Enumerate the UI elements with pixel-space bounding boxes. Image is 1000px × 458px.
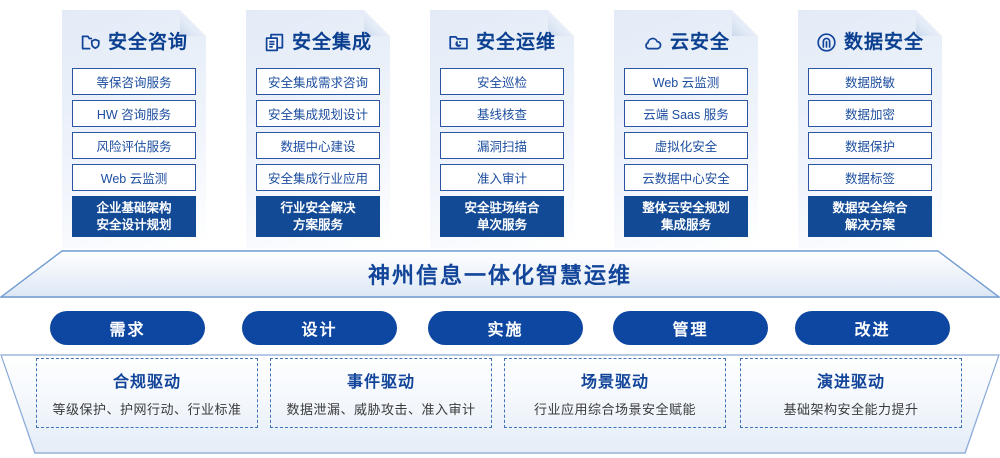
driver-subtitle: 基础架构安全能力提升	[783, 402, 919, 417]
card-highlight-solution[interactable]: 整体云安全规划集成服务	[624, 196, 748, 237]
service-item[interactable]: 安全集成需求咨询	[256, 68, 380, 95]
highlight-line: 安全设计规划	[96, 217, 172, 232]
card-header: 数据安全	[798, 26, 942, 58]
integration-banner-title: 神州信息一体化智慧运维	[367, 263, 632, 288]
service-item[interactable]: Web 云监测	[624, 68, 748, 95]
highlight-line: 集成服务	[660, 217, 711, 232]
stacked-documents-icon	[264, 32, 285, 53]
folder-shield-icon	[80, 32, 101, 53]
driver-box-3[interactable]: 场景驱动行业应用综合场景安全赋能	[504, 358, 726, 428]
driver-title: 事件驱动	[346, 374, 415, 391]
service-item[interactable]: 风险评估服务	[72, 132, 196, 159]
service-item[interactable]: 准入审计	[440, 164, 564, 191]
highlight-line: 方案服务	[292, 217, 343, 232]
service-item[interactable]: 数据标签	[808, 164, 932, 191]
capability-cards: 安全咨询等保咨询服务 HW 咨询服务风险评估服务 Web 云监测企业基础架构安全设计…	[0, 0, 1000, 252]
service-item[interactable]: 虚拟化安全	[624, 132, 748, 159]
card-header: 安全集成	[246, 26, 390, 58]
fingerprint-icon	[816, 32, 837, 53]
service-item[interactable]: 安全集成行业应用	[256, 164, 380, 191]
capability-card-5: 数据安全数据脱敏数据加密数据保护数据标签数据安全综合解决方案	[798, 10, 942, 248]
process-pill-2[interactable]: 设计	[242, 311, 397, 345]
card-highlight-solution[interactable]: 企业基础架构安全设计规划	[72, 196, 196, 237]
card-highlight-solution[interactable]: 数据安全综合解决方案	[808, 196, 932, 237]
capability-card-1: 安全咨询等保咨询服务 HW 咨询服务风险评估服务 Web 云监测企业基础架构安全设计…	[62, 10, 206, 248]
process-pill-row: 需求 设计实施管理改进	[0, 311, 1000, 347]
capability-card-2: 安全集成安全集成需求咨询安全集成规划设计数据中心建设安全集成行业应用行业安全解决…	[246, 10, 390, 248]
service-item[interactable]: 数据脱敏	[808, 68, 932, 95]
service-item[interactable]: HW 咨询服务	[72, 100, 196, 127]
card-highlight-solution[interactable]: 行业安全解决方案服务	[256, 196, 380, 237]
service-item[interactable]: 等保咨询服务	[72, 68, 196, 95]
service-item[interactable]: 云数据中心安全	[624, 164, 748, 191]
card-service-list: 数据脱敏数据加密数据保护数据标签数据安全综合解决方案	[808, 68, 932, 237]
driver-box-2[interactable]: 事件驱动数据泄漏、威胁攻击、准入审计	[270, 358, 492, 428]
process-pill-4[interactable]: 管理	[613, 311, 768, 345]
card-service-list: Web 云监测云端 Saas 服务虚拟化安全云数据中心安全整体云安全规划集成服务	[624, 68, 748, 237]
driver-title: 演进驱动	[816, 374, 885, 391]
service-item[interactable]: 安全集成规划设计	[256, 100, 380, 127]
card-title: 安全咨询	[107, 31, 188, 53]
card-title: 云安全	[669, 31, 730, 53]
service-item[interactable]: 云端 Saas 服务	[624, 100, 748, 127]
service-item[interactable]: 数据中心建设	[256, 132, 380, 159]
card-title: 安全集成	[291, 31, 372, 53]
service-item[interactable]: Web 云监测	[72, 164, 196, 191]
card-header: 云安全	[614, 26, 758, 58]
service-item[interactable]: 数据保护	[808, 132, 932, 159]
highlight-line: 解决方案	[844, 217, 895, 232]
driver-subtitle: 行业应用综合场景安全赋能	[533, 402, 696, 417]
card-header: 安全运维	[430, 26, 574, 58]
capability-card-3: 安全运维安全巡检基线核查漏洞扫描准入审计安全驻场结合单次服务	[430, 10, 574, 248]
process-pill-5[interactable]: 改进	[795, 311, 950, 345]
card-highlight-solution[interactable]: 安全驻场结合单次服务	[440, 196, 564, 237]
card-service-list: 安全集成需求咨询安全集成规划设计数据中心建设安全集成行业应用行业安全解决方案服务	[256, 68, 380, 237]
service-item[interactable]: 安全巡检	[440, 68, 564, 95]
driver-box-4[interactable]: 演进驱动基础架构安全能力提升	[740, 358, 962, 428]
process-pill-1[interactable]: 需求	[50, 311, 205, 345]
card-service-list: 等保咨询服务 HW 咨询服务风险评估服务 Web 云监测企业基础架构安全设计规划	[72, 68, 196, 237]
process-pill-3[interactable]: 实施	[428, 311, 583, 345]
service-item[interactable]: 数据加密	[808, 100, 932, 127]
cloud-icon	[642, 32, 663, 53]
driver-title: 场景驱动	[580, 374, 649, 391]
highlight-line: 单次服务	[476, 217, 527, 232]
service-item[interactable]: 基线核查	[440, 100, 564, 127]
service-item[interactable]: 漏洞扫描	[440, 132, 564, 159]
highlight-line: 安全驻场结合	[464, 200, 540, 215]
driver-box-1[interactable]: 合规驱动等级保护、护网行动、行业标准	[36, 358, 258, 428]
folder-chart-icon	[448, 32, 469, 53]
highlight-line: 企业基础架构	[96, 200, 172, 215]
card-service-list: 安全巡检基线核查漏洞扫描准入审计安全驻场结合单次服务	[440, 68, 564, 237]
capability-card-4: 云安全 Web 云监测云端 Saas 服务虚拟化安全云数据中心安全整体云安全规划集…	[614, 10, 758, 248]
driver-subtitle: 数据泄漏、威胁攻击、准入审计	[286, 402, 476, 417]
highlight-line: 数据安全综合	[832, 200, 908, 215]
highlight-line: 整体云安全规划	[642, 200, 730, 215]
driver-subtitle: 等级保护、护网行动、行业标准	[52, 402, 242, 417]
card-title: 数据安全	[843, 31, 924, 53]
driver-row: 合规驱动等级保护、护网行动、行业标准事件驱动数据泄漏、威胁攻击、准入审计场景驱动…	[0, 358, 1000, 448]
driver-title: 合规驱动	[112, 374, 181, 391]
card-title: 安全运维	[475, 31, 556, 53]
card-header: 安全咨询	[62, 26, 206, 58]
highlight-line: 行业安全解决	[280, 200, 356, 215]
